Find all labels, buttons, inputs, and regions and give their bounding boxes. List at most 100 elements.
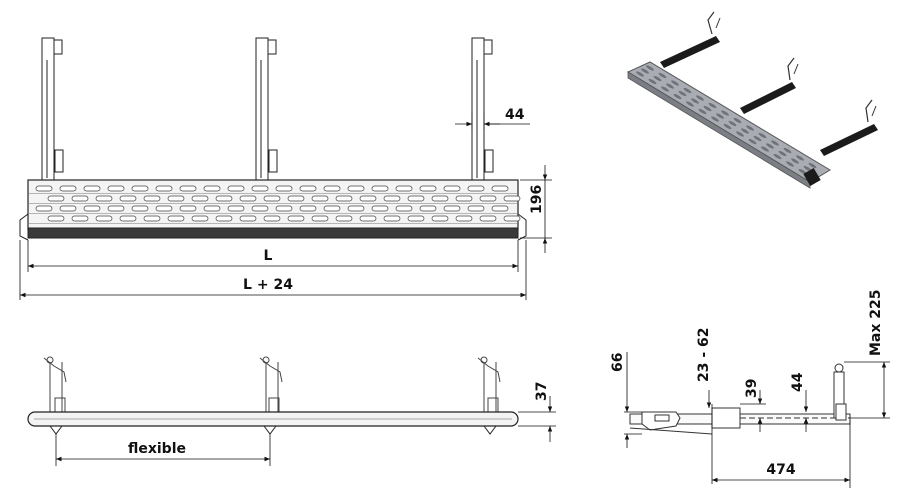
tread-slot (95, 195, 113, 202)
tread-slot (443, 185, 461, 192)
tread-slot (107, 205, 125, 212)
tread-slot (347, 205, 365, 212)
tread-slot (407, 195, 425, 202)
isometric-slot (711, 116, 719, 122)
dim-flexible-label: flexible (128, 441, 186, 457)
isometric-slot (703, 105, 712, 112)
tread-slot (299, 205, 317, 212)
tread-slot (155, 185, 173, 192)
isometric-slot (773, 153, 782, 160)
dim-length-L: L (27, 240, 519, 272)
isometric-slot (683, 87, 692, 94)
tread-slot (155, 205, 173, 212)
tread-slot (323, 185, 341, 192)
isometric-slot (716, 113, 724, 119)
tread-slot (71, 195, 89, 202)
tread-slot (227, 205, 245, 212)
tread-slot (119, 215, 137, 222)
isometric-slot (798, 168, 807, 175)
isometric-slot (648, 78, 657, 85)
isometric-slot (778, 150, 787, 157)
dim-max-225-label: Max 225 (868, 289, 884, 356)
tread-slot (311, 215, 329, 222)
dim-height-66: 66 (610, 352, 642, 448)
dim-bracket-width: 44 (455, 107, 530, 130)
tread-slot (59, 205, 77, 212)
bottom-view: 37 flexible (27, 356, 556, 466)
tread-slot (383, 215, 401, 222)
tread-slot (431, 215, 449, 222)
tread-slot (239, 195, 257, 202)
isometric-slot (733, 117, 742, 124)
tread-slot (215, 215, 233, 222)
isometric-slot (641, 68, 649, 74)
isometric-slot (796, 155, 804, 161)
isometric-slot (753, 135, 762, 142)
tread-slot (215, 195, 233, 202)
dim-depth-474: 474 (712, 420, 851, 488)
dim-L24-label: L + 24 (243, 277, 293, 293)
tread-slot (407, 215, 425, 222)
clamp-center (259, 356, 283, 413)
tread-slot (467, 185, 485, 192)
tread-slot (491, 205, 509, 212)
dim-39-label: 39 (744, 379, 760, 398)
tread-slot (263, 195, 281, 202)
dim-length-L24: L + 24 (19, 240, 527, 300)
tread-slot (47, 195, 65, 202)
dim-474-label: 474 (766, 462, 795, 478)
tread-slot (143, 215, 161, 222)
tread-slot (275, 205, 293, 212)
tread-slot (287, 215, 305, 222)
tread-slot (359, 215, 377, 222)
mounting-post-center (255, 37, 278, 181)
isometric-slot (673, 93, 682, 100)
tread-slot (467, 205, 485, 212)
tread-slot (59, 185, 77, 192)
tread-slot (191, 195, 209, 202)
mounting-post-right (471, 37, 494, 181)
tread-slot (455, 195, 473, 202)
dim-height-196: 196 (520, 165, 552, 253)
tread-slot (383, 195, 401, 202)
step-bottom-body (27, 411, 519, 435)
isometric-slot (808, 162, 817, 169)
tread-slot (287, 195, 305, 202)
isometric-slot (646, 65, 654, 71)
tread-slot (371, 205, 389, 212)
dim-max-225: Max 225 (844, 289, 890, 419)
tread-slot (179, 205, 197, 212)
tread-slot (131, 185, 149, 192)
isometric-slot (728, 120, 737, 127)
isometric-slot (658, 72, 667, 79)
dim-44-side-label: 44 (790, 372, 806, 392)
tread-slot (335, 195, 353, 202)
tread-slot (239, 215, 257, 222)
isometric-slot (786, 161, 794, 167)
tread-slot (479, 195, 497, 202)
isometric-slot (696, 95, 704, 101)
dim-range-23-62: 23 - 62 (696, 327, 713, 484)
isometric-bracket-left (660, 11, 721, 68)
tread-slot (371, 185, 389, 192)
tread-slot (107, 185, 125, 192)
isometric-slot (803, 165, 812, 172)
tread-slot (359, 195, 377, 202)
isometric-slot (698, 108, 707, 115)
tread-slot (143, 195, 161, 202)
dim-flexible: flexible (55, 434, 271, 466)
tread-slot (323, 205, 341, 212)
tread-slot (35, 205, 53, 212)
isometric-slot (686, 101, 694, 107)
isometric-slot (741, 128, 749, 134)
isometric-slot (721, 110, 729, 116)
isometric-slot (791, 158, 799, 164)
tread-slot (431, 195, 449, 202)
clamp-right (477, 356, 501, 413)
isometric-slot (748, 138, 757, 145)
isometric-view (626, 11, 878, 189)
dim-196-label: 196 (529, 185, 545, 214)
tread-slot (47, 215, 65, 222)
tread-slot (251, 185, 269, 192)
tread-slot (491, 185, 509, 192)
